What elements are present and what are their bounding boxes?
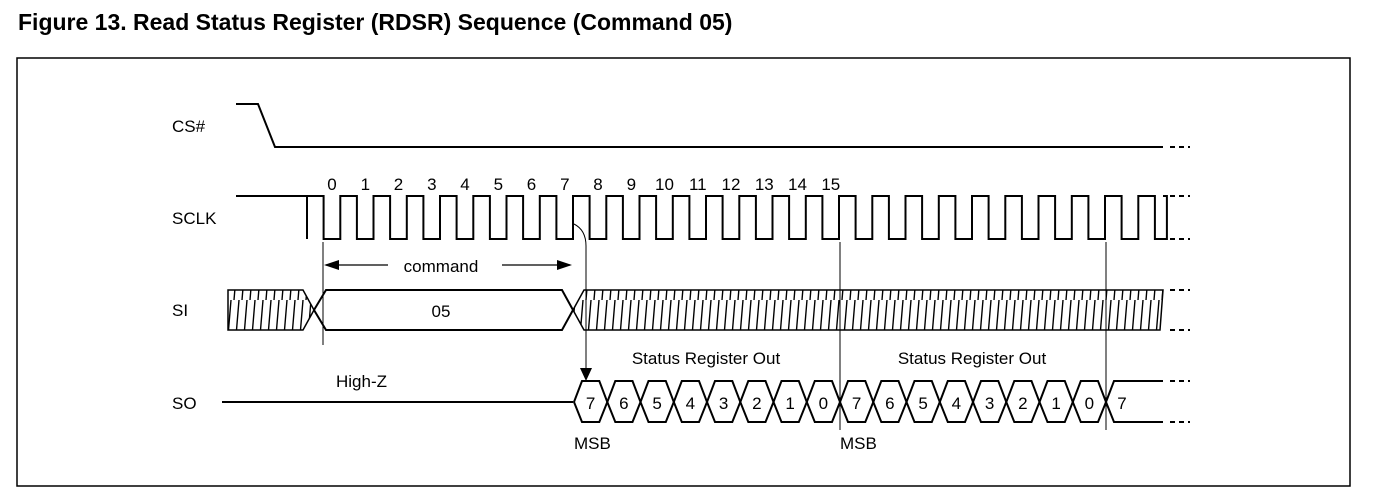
command-label: command <box>404 257 479 276</box>
si-dont-care-after <box>572 289 1164 331</box>
figure-title: Figure 13. Read Status Register (RDSR) S… <box>18 9 733 35</box>
so-bit-label: 2 <box>752 394 761 413</box>
so-bit-label: 7 <box>1117 394 1126 413</box>
command-end-marker <box>573 223 587 368</box>
so-bit-label: 7 <box>586 394 595 413</box>
diagram-frame <box>16 57 1351 487</box>
so-bit-label: 0 <box>1085 394 1094 413</box>
clock-cycle-label: 5 <box>494 175 503 194</box>
clock-cycle-label: 13 <box>755 175 774 194</box>
status-register-out-label-1: Status Register Out <box>632 349 781 368</box>
high-z-label: High-Z <box>336 372 387 391</box>
clock-cycle-label: 4 <box>460 175 469 194</box>
clock-cycle-label: 9 <box>627 175 636 194</box>
so-bit-label: 3 <box>985 394 994 413</box>
so-bit-label: 3 <box>719 394 728 413</box>
sclk-waveform <box>236 195 1168 240</box>
clock-cycle-label: 0 <box>327 175 336 194</box>
clock-cycle-label: 7 <box>560 175 569 194</box>
so-bit-label: 1 <box>785 394 794 413</box>
clock-cycle-label: 3 <box>427 175 436 194</box>
so-bit-label: 4 <box>952 394 961 413</box>
clock-cycle-label: 8 <box>593 175 602 194</box>
command-arrowhead-right <box>557 260 572 270</box>
signal-label-cs: CS# <box>172 117 206 136</box>
so-bit-label: 6 <box>885 394 894 413</box>
so-bit-label: 0 <box>819 394 828 413</box>
clock-cycle-label: 2 <box>394 175 403 194</box>
so-bit-label: 5 <box>918 394 927 413</box>
clock-cycle-label: 1 <box>361 175 370 194</box>
command-arrowhead-left <box>324 260 339 270</box>
msb-label-2: MSB <box>840 434 877 453</box>
so-bit-label: 5 <box>652 394 661 413</box>
clock-cycle-label: 6 <box>527 175 536 194</box>
clock-cycle-label: 12 <box>722 175 741 194</box>
status-register-out-label-2: Status Register Out <box>898 349 1047 368</box>
msb-label-1: MSB <box>574 434 611 453</box>
so-bit-cell <box>1104 380 1163 423</box>
clock-cycle-label: 11 <box>689 175 707 194</box>
so-bit-label: 4 <box>686 394 695 413</box>
si-command-value: 05 <box>432 302 451 321</box>
so-bit-label: 1 <box>1051 394 1060 413</box>
clock-cycle-label: 15 <box>821 175 840 194</box>
si-dont-care-before <box>227 289 315 331</box>
signal-label-si: SI <box>172 301 188 320</box>
so-data-cells: 7 6 5 4 3 2 1 0 7 6 5 4 3 2 1 0 7 <box>572 380 1163 423</box>
so-bit-label: 6 <box>619 394 628 413</box>
so-bit-label: 7 <box>852 394 861 413</box>
signal-label-sclk: SCLK <box>172 209 217 228</box>
clock-cycle-label: 10 <box>655 175 674 194</box>
so-start-arrowhead <box>580 368 592 381</box>
so-bit-label: 2 <box>1018 394 1027 413</box>
signal-label-so: SO <box>172 394 197 413</box>
clock-cycle-label: 14 <box>788 175 807 194</box>
cs-waveform <box>236 103 1163 148</box>
